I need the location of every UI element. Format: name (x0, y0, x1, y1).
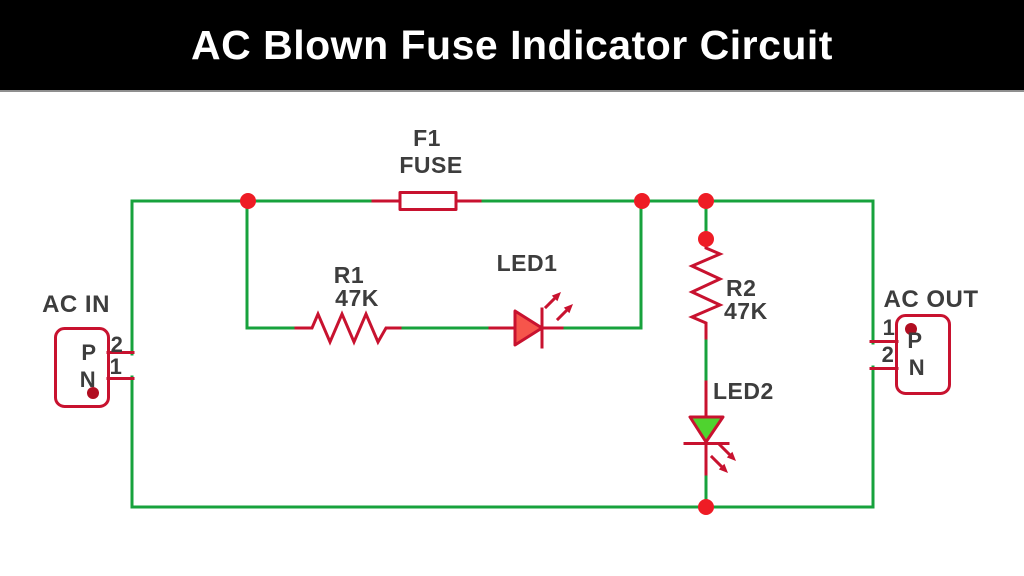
ac-out-pin1-number: 1 (882, 315, 896, 340)
fuse-symbol (371, 191, 482, 211)
junction-dots (240, 193, 714, 515)
title-bar: AC Blown Fuse Indicator Circuit (0, 0, 1024, 92)
ac-in-pin1-number: 1 (109, 354, 123, 379)
fuse-ref-label: F1 (413, 125, 441, 151)
r2-ref-label: R2 (726, 275, 757, 301)
ac-out-pin-p-name: P (907, 328, 923, 353)
r1-value-label: 47K (335, 285, 379, 311)
ac-out-pin2-number: 2 (881, 342, 895, 367)
wire-net-top-loop (130, 199, 875, 356)
led2-symbol (683, 380, 736, 476)
resistor-r2-symbol (688, 238, 724, 340)
ac-out-pin-n-name: N (908, 355, 926, 380)
ac-in-pin-p-name: P (81, 340, 97, 365)
ac-out-connector-symbol (869, 314, 951, 395)
resistor-r1-symbol (294, 310, 402, 346)
ac-in-pin-n-name: N (79, 367, 97, 392)
ac-in-label: AC IN (42, 291, 110, 318)
led2-ref-label: LED2 (713, 378, 774, 404)
led1-emission-arrows-icon (543, 292, 573, 322)
led1-symbol (488, 292, 573, 349)
page-title: AC Blown Fuse Indicator Circuit (191, 21, 833, 68)
wire-branch-r1-led1 (245, 199, 643, 330)
ac-in-connector-symbol (54, 327, 135, 408)
fuse-value-label: FUSE (399, 152, 463, 178)
r1-ref-label: R1 (333, 262, 365, 288)
ac-out-label: AC OUT (883, 286, 979, 313)
led1-ref-label: LED1 (496, 250, 558, 276)
r2-value-label: 47K (724, 298, 768, 324)
led2-emission-arrows-icon (709, 442, 736, 473)
wire-net-bottom-loop (130, 365, 875, 509)
ac-in-pin2-number: 2 (110, 332, 124, 357)
